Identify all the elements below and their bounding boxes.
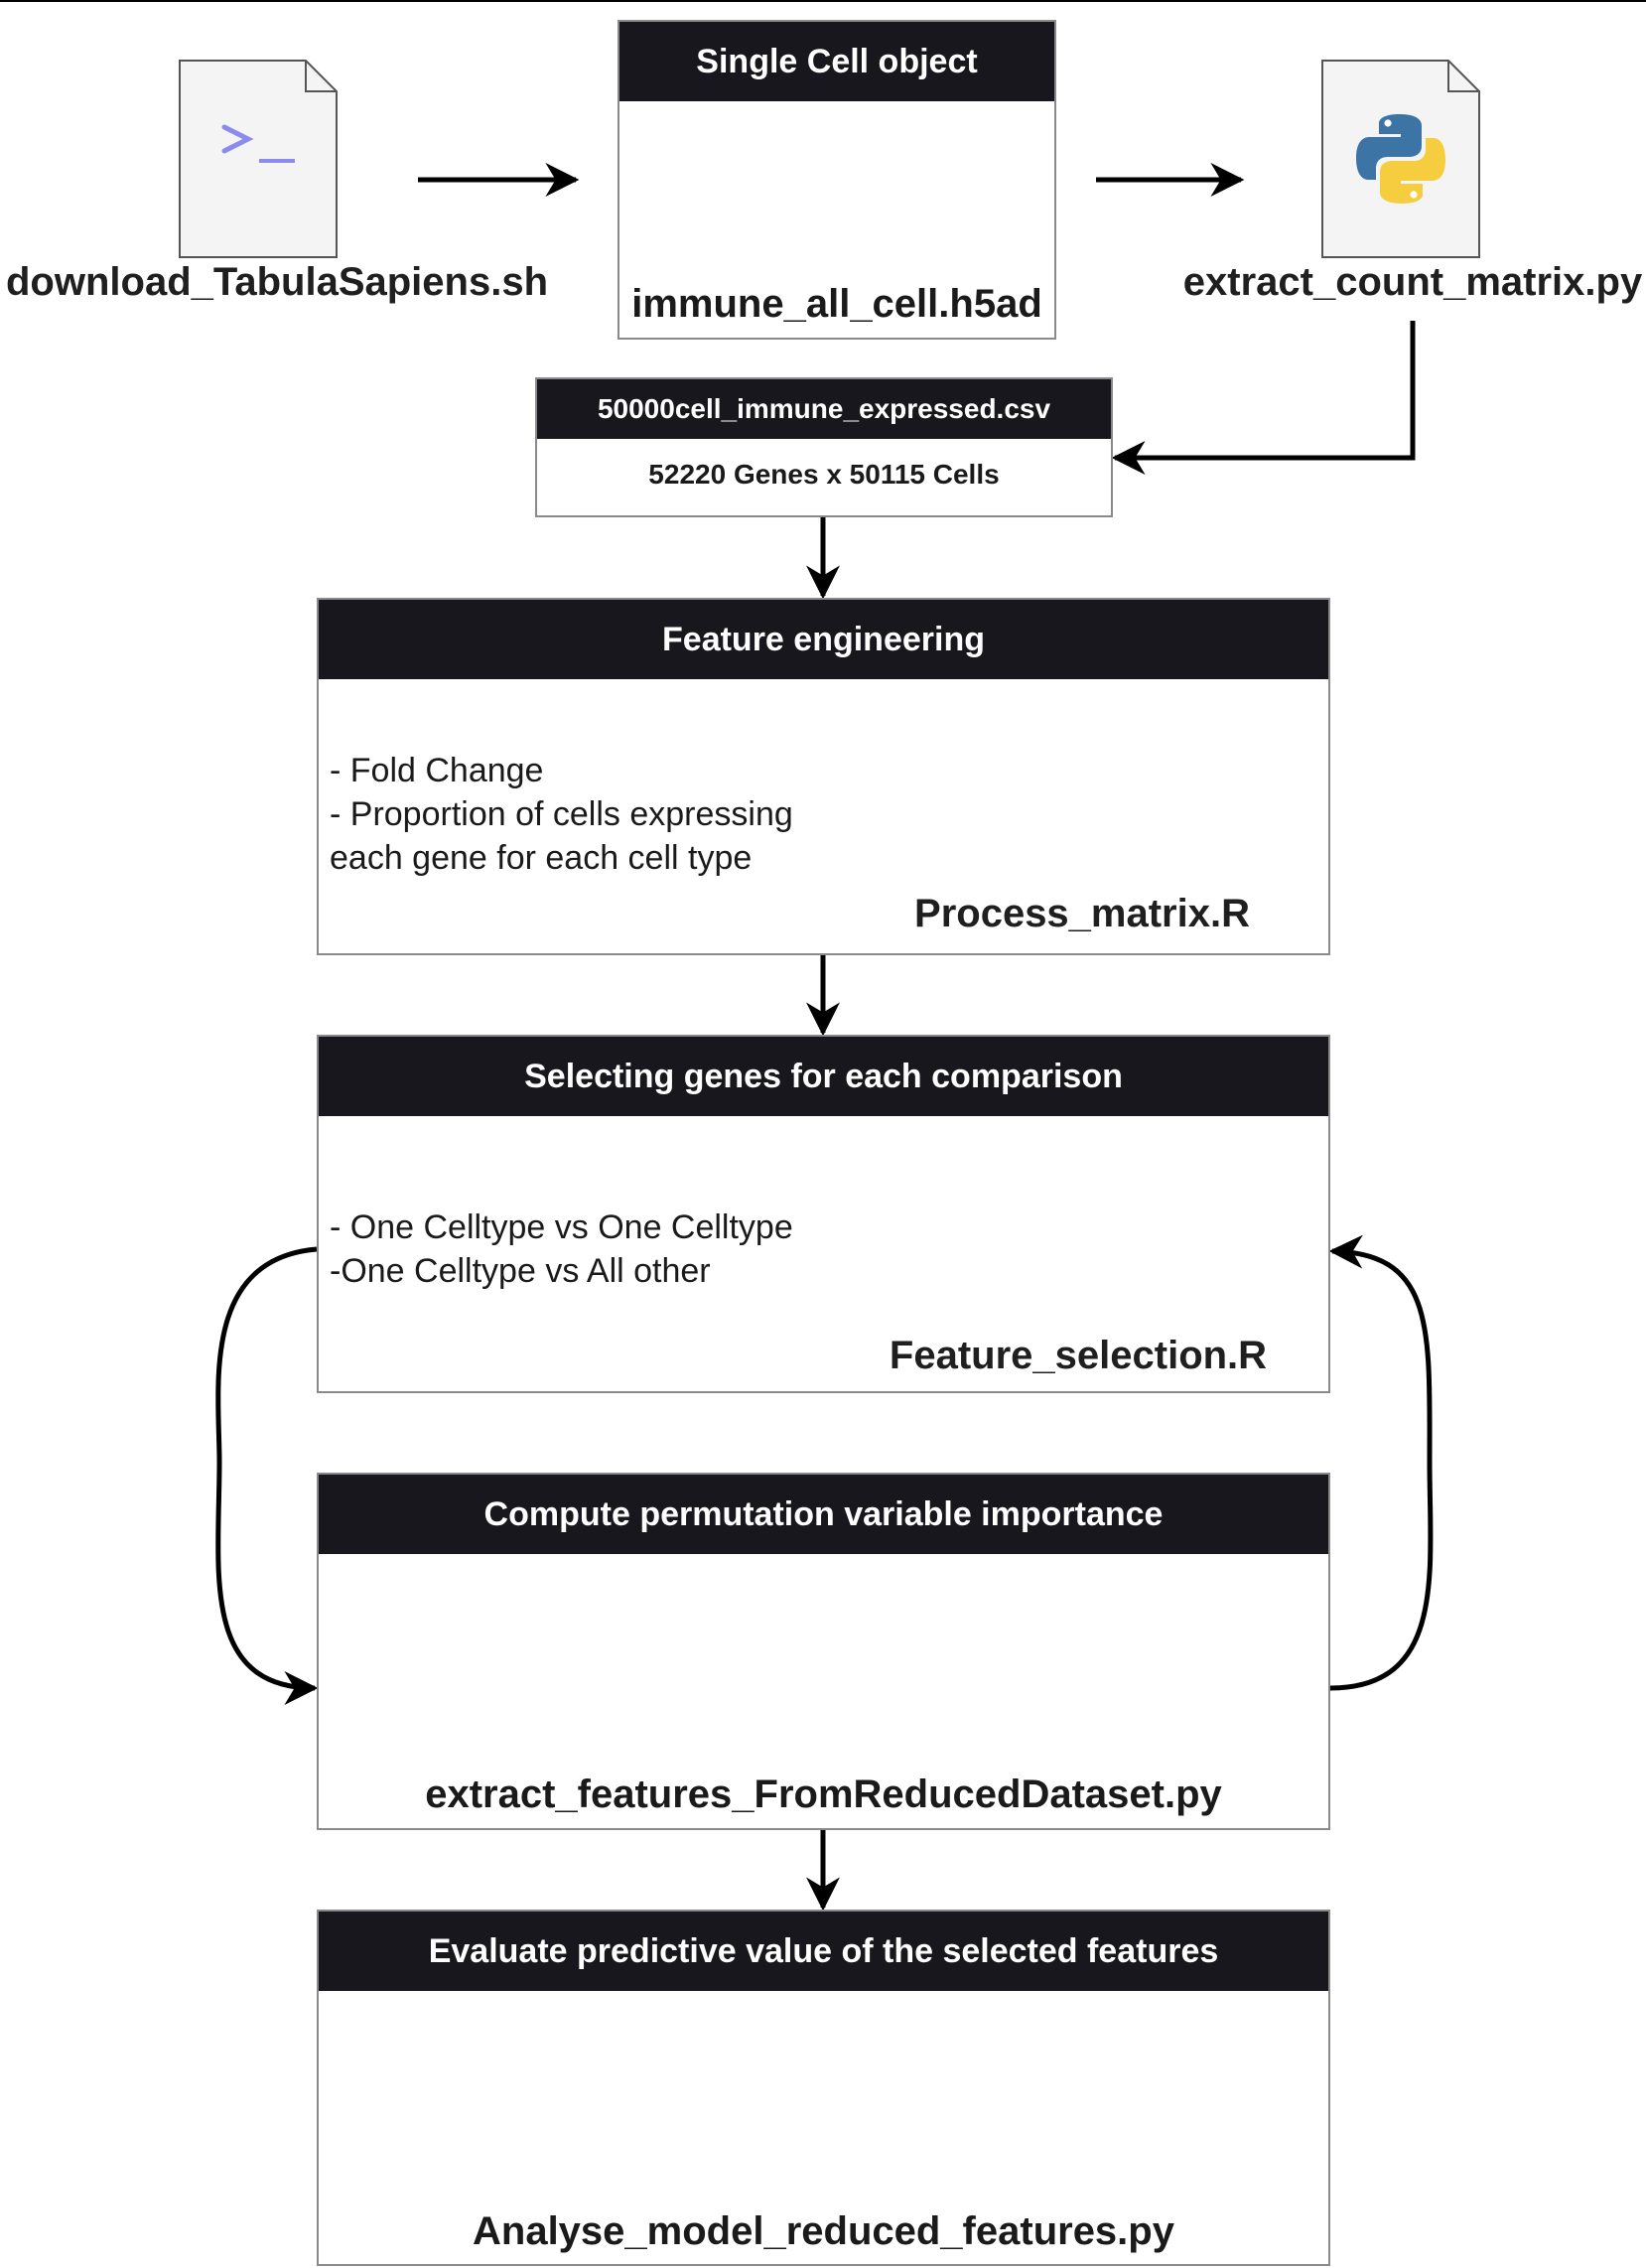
loop-arrow-right — [1328, 1234, 1434, 1691]
evaluate-box: Evaluate predictive value of the selecte… — [317, 1910, 1330, 2266]
bullet-one-vs-one: - One Celltype vs One Celltype — [330, 1208, 793, 1246]
download-script-label: download_TabulaSapiens.sh — [6, 260, 549, 304]
feature-engineering-bullets: - Fold Change - Proportion of cells expr… — [330, 749, 793, 880]
gene-selection-bullets: - One Celltype vs One Celltype -One Cell… — [330, 1205, 793, 1293]
feature-engineering-title: Feature engineering — [319, 600, 1328, 679]
single-cell-object-title: Single Cell object — [619, 22, 1054, 101]
extract-script-label: extract_count_matrix.py — [1182, 260, 1643, 304]
gene-selection-box: Selecting genes for each comparison - On… — [317, 1035, 1330, 1393]
bullet-proportion-cont: each gene for each cell type — [330, 839, 753, 877]
loop-arrow-left — [215, 1246, 319, 1705]
evaluate-title: Evaluate predictive value of the selecte… — [319, 1912, 1328, 1991]
count-matrix-title: 50000cell_immune_expressed.csv — [537, 379, 1111, 439]
feature-engineering-box: Feature engineering - Fold Change - Prop… — [317, 598, 1330, 955]
permutation-script-label: extract_features_FromReducedDataset.py — [425, 1772, 1222, 1816]
gene-selection-title: Selecting genes for each comparison — [319, 1037, 1328, 1116]
terminal-file-icon — [179, 60, 338, 258]
count-matrix-box: 50000cell_immune_expressed.csv 52220 Gen… — [535, 377, 1113, 517]
bullet-proportion: - Proportion of cells expressing — [330, 795, 793, 833]
process-matrix-script-label: Process_matrix.R — [914, 892, 1250, 935]
bullet-fold-change: - Fold Change — [330, 752, 544, 789]
python-file-icon-extract — [1321, 60, 1480, 258]
permutation-importance-title: Compute permutation variable importance — [319, 1475, 1328, 1554]
permutation-importance-box: Compute permutation variable importance … — [317, 1473, 1330, 1830]
evaluate-script-label: Analyse_model_reduced_features.py — [473, 2209, 1174, 2253]
count-matrix-dimensions: 52220 Genes x 50115 Cells — [648, 459, 1000, 490]
arrow-extract-to-matrix — [1111, 321, 1416, 475]
top-rule — [0, 0, 1646, 2]
bullet-one-vs-all: -One Celltype vs All other — [330, 1252, 711, 1290]
h5ad-file-label: immune_all_cell.h5ad — [631, 282, 1042, 326]
single-cell-object-box: Single Cell object immune_all_cell.h5ad — [617, 20, 1056, 340]
feature-selection-script-label: Feature_selection.R — [889, 1334, 1268, 1377]
